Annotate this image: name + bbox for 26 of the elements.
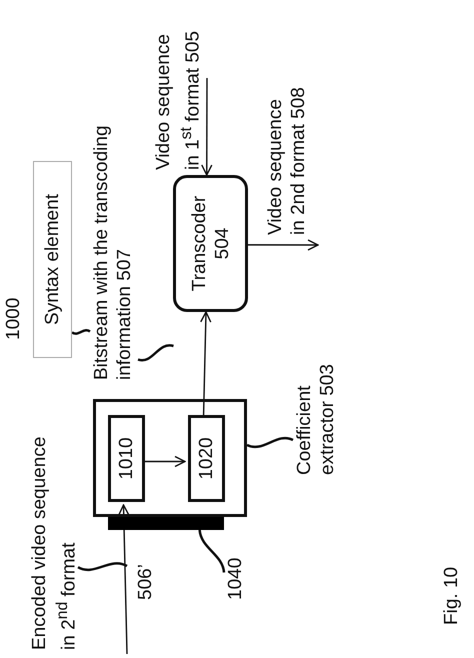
box-label: 1020 [195, 437, 218, 480]
input-bar [108, 517, 224, 530]
leader-line [246, 436, 294, 448]
edge-label: 506’ [134, 564, 157, 600]
reference-numeral: 1040 [224, 545, 248, 600]
arrow [118, 504, 130, 654]
extractor-box [93, 399, 247, 517]
leader-line [198, 530, 226, 573]
module-box [108, 415, 145, 502]
arrow [201, 78, 212, 176]
box-label: 1010 [115, 437, 138, 480]
edge-label: Video sequence in 2nd format 508 [264, 86, 310, 235]
leader-line [71, 329, 91, 335]
leader-line [138, 344, 174, 362]
annotation-text: Coefficient extractor 503 [293, 335, 343, 475]
syntax-element-box [33, 161, 72, 358]
transcoder-box [173, 175, 248, 312]
leader-line [78, 562, 128, 572]
arrow [248, 239, 319, 251]
box-label: Syntax element [41, 194, 64, 325]
box-label: Transcoder 504 [188, 194, 234, 294]
module-box [188, 415, 225, 502]
annotation-text: Bitstream with the transcoding information 507 [90, 125, 138, 380]
figure-caption: Fig. 10 [440, 566, 463, 625]
arrow [142, 456, 186, 468]
figure-number: 1000 [2, 298, 25, 340]
